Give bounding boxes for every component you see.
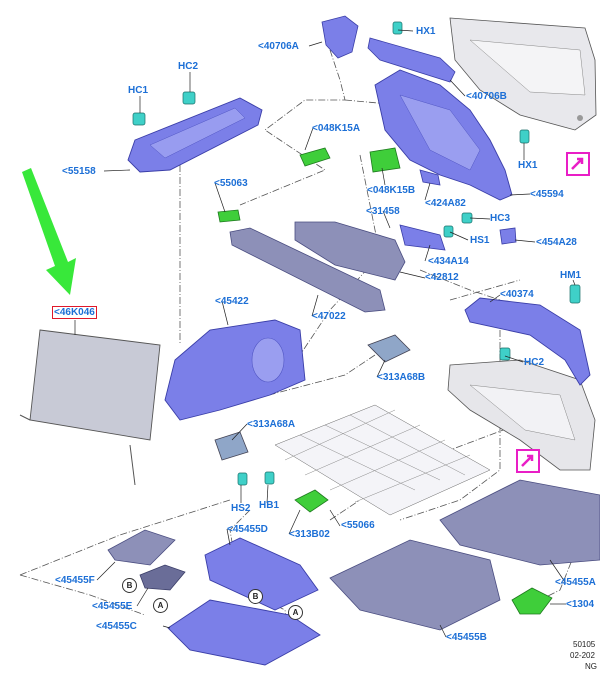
part-40374 xyxy=(464,297,591,386)
label-45455C[interactable]: <45455C xyxy=(96,621,137,632)
part-048K15B xyxy=(369,147,401,173)
label-HC2-right[interactable]: HC2 xyxy=(524,357,545,368)
part-55066 xyxy=(274,404,491,516)
label-048K15A[interactable]: <048K15A xyxy=(312,123,361,134)
footer-code-line1: 50105 xyxy=(573,640,596,649)
part-45455B xyxy=(329,539,501,631)
marker-b: B xyxy=(248,589,263,604)
part-048K15A xyxy=(299,147,331,167)
part-45455D xyxy=(204,537,319,611)
label-45455D[interactable]: <45455D xyxy=(227,524,268,535)
marker-a: A xyxy=(153,598,168,613)
rear-panel-gray-top xyxy=(449,17,597,131)
label-313B02[interactable]: <313B02 xyxy=(289,529,330,540)
label-45422[interactable]: <45422 xyxy=(215,296,249,307)
label-45455F[interactable]: <45455F xyxy=(55,575,95,586)
label-40706A[interactable]: <40706A xyxy=(258,41,299,52)
part-313A68B xyxy=(367,334,411,363)
label-424A82[interactable]: <424A82 xyxy=(425,198,466,209)
label-55063[interactable]: <55063 xyxy=(214,178,248,189)
marker-b: B xyxy=(122,578,137,593)
part-313B02 xyxy=(294,489,329,513)
label-45455B[interactable]: <45455B xyxy=(446,632,487,643)
part-55063 xyxy=(217,209,241,223)
label-45594[interactable]: <45594 xyxy=(530,189,564,200)
part-424A82 xyxy=(419,169,441,186)
label-55066[interactable]: <55066 xyxy=(341,520,375,531)
part-42812 xyxy=(294,221,406,281)
footer-code-line2: 02-202 xyxy=(570,651,595,660)
label-46K046-highlighted[interactable]: <46K046 xyxy=(52,306,97,319)
label-HB1[interactable]: HB1 xyxy=(259,500,280,511)
leader-lines xyxy=(74,29,576,638)
part-454A28 xyxy=(499,227,517,245)
part-40706A xyxy=(321,15,359,59)
label-45455A[interactable]: <45455A xyxy=(555,577,596,588)
reference-callout-icon[interactable] xyxy=(516,449,540,473)
part-45455C xyxy=(167,599,321,666)
part-45455F xyxy=(107,529,176,566)
part-46K046 xyxy=(19,329,161,486)
label-HM1[interactable]: HM1 xyxy=(560,270,582,281)
part-40706B xyxy=(367,37,456,83)
footer-code-line3: NG xyxy=(585,662,597,671)
green-arrow-icon xyxy=(22,168,76,295)
marker-a: A xyxy=(288,605,303,620)
label-HX1-right[interactable]: HX1 xyxy=(518,160,538,171)
part-47022 xyxy=(229,227,386,313)
label-048K15B[interactable]: <048K15B xyxy=(367,185,416,196)
part-45455A xyxy=(439,479,600,566)
label-45455E[interactable]: <45455E xyxy=(92,601,133,612)
label-40374[interactable]: <40374 xyxy=(500,289,534,300)
label-55158[interactable]: <55158 xyxy=(62,166,96,177)
label-313A68A[interactable]: <313A68A xyxy=(247,419,296,430)
reference-callout-icon[interactable] xyxy=(566,152,590,176)
label-42812[interactable]: <42812 xyxy=(425,272,459,283)
rear-panel-gray-bottom xyxy=(447,359,596,471)
label-HX1-top[interactable]: HX1 xyxy=(416,26,436,37)
label-HC1[interactable]: HC1 xyxy=(128,85,149,96)
label-40706B[interactable]: <40706B xyxy=(466,91,507,102)
label-434A14[interactable]: <434A14 xyxy=(428,256,469,267)
label-31458[interactable]: <31458 xyxy=(366,206,400,217)
part-434A14 xyxy=(399,224,446,251)
part-1304 xyxy=(511,587,553,615)
part-45455E xyxy=(139,564,186,591)
label-HC2-top[interactable]: HC2 xyxy=(178,61,199,72)
part-313A68A xyxy=(214,431,249,461)
label-HC3[interactable]: HC3 xyxy=(490,213,511,224)
part-55158 xyxy=(127,97,263,173)
label-313A68B[interactable]: <313A68B xyxy=(377,372,426,383)
label-454A28[interactable]: <454A28 xyxy=(536,237,577,248)
label-HS1[interactable]: HS1 xyxy=(470,235,490,246)
label-1304[interactable]: <1304 xyxy=(566,599,595,610)
label-HS2[interactable]: HS2 xyxy=(231,503,251,514)
part-45422 xyxy=(164,319,306,421)
label-47022[interactable]: <47022 xyxy=(312,311,346,322)
